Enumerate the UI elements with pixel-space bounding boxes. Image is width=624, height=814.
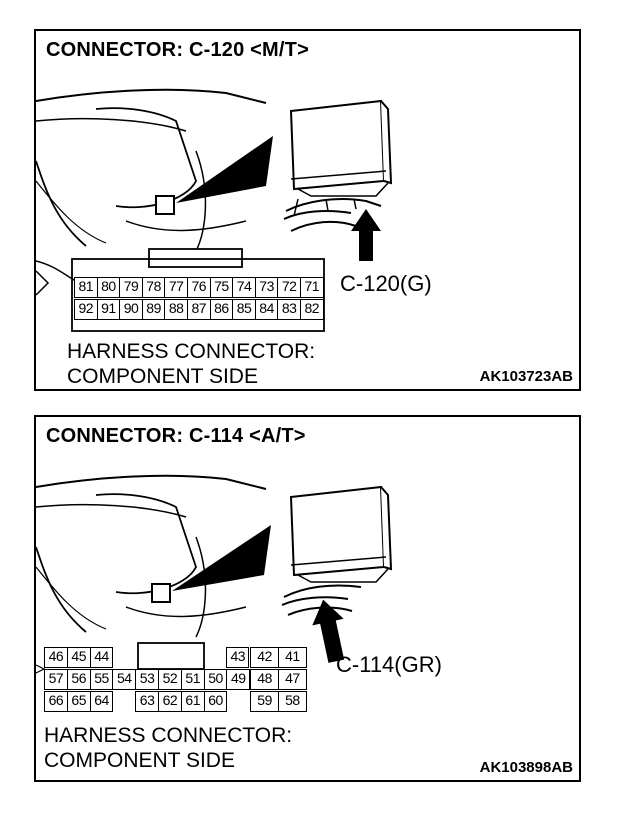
connector-pin: 65: [66, 691, 91, 712]
connector-pin: 72: [277, 277, 301, 298]
caption-line-1: HARNESS CONNECTOR:: [44, 724, 293, 747]
connector-pin: 60: [203, 691, 228, 712]
connector-pin: 92: [74, 299, 98, 320]
harness-caption: HARNESS CONNECTOR: COMPONENT SIDE: [67, 339, 315, 389]
connector-pin: 91: [96, 299, 121, 320]
connector-pin: 66: [44, 691, 68, 712]
connector-pin: 57: [44, 669, 68, 690]
connector-pin: 64: [89, 691, 114, 712]
connector-pin: 85: [232, 299, 256, 320]
connector-pin: 44: [89, 647, 114, 668]
connector-pin: 48: [250, 669, 279, 690]
connector-pin: 87: [187, 299, 211, 320]
connector-pin: 53: [135, 669, 159, 690]
connector-pin: 59: [250, 691, 279, 712]
connector-pin: 55: [89, 669, 114, 690]
connector-pin: 78: [141, 277, 166, 298]
connector-pin: 46: [44, 647, 68, 668]
connector-pin: 62: [158, 691, 182, 712]
connector-pin: 42: [250, 647, 279, 668]
connector-pin: 89: [141, 299, 166, 320]
connector-pin: 43: [226, 647, 250, 668]
connector-pin: 74: [232, 277, 256, 298]
connector-pin: 41: [278, 647, 307, 668]
connector-pin: 61: [180, 691, 205, 712]
connector-pin: 49: [226, 669, 251, 690]
caption-line-2: COMPONENT SIDE: [67, 365, 258, 388]
connector-pin: 79: [119, 277, 143, 298]
connector-pin: 54: [112, 669, 137, 690]
connector-pin: 86: [209, 299, 234, 320]
connector-pin: 88: [164, 299, 188, 320]
dashboard-illustration: [36, 88, 393, 332]
connector-pin: 80: [96, 277, 121, 298]
dashboard-illustration: [36, 474, 393, 674]
connector-pin: 63: [135, 691, 159, 712]
connector-pin: 75: [209, 277, 234, 298]
connector-pin: 56: [66, 669, 91, 690]
connector-pin: 76: [187, 277, 211, 298]
connector-pin: 45: [66, 647, 91, 668]
connector-label: C-120(G): [340, 271, 432, 296]
connector-pin: 84: [254, 299, 279, 320]
figure-code: AK103898AB: [479, 759, 573, 776]
figure-code: AK103723AB: [479, 368, 573, 385]
panel-title: CONNECTOR: C-120 <M/T>: [46, 39, 309, 61]
connector-pin: 81: [74, 277, 98, 298]
connector-pin: 83: [277, 299, 301, 320]
connector-pin: 73: [254, 277, 279, 298]
connector-pin: 58: [278, 691, 307, 712]
connector-pin: 47: [278, 669, 307, 690]
connector-pin: 71: [300, 277, 324, 298]
connector-pin: 50: [203, 669, 228, 690]
connector-pin: 90: [119, 299, 143, 320]
panel-title: CONNECTOR: C-114 <A/T>: [46, 425, 306, 447]
caption-line-2: COMPONENT SIDE: [44, 749, 235, 772]
connector-pin: 82: [300, 299, 324, 320]
caption-line-1: HARNESS CONNECTOR:: [67, 340, 316, 363]
connector-pin: 77: [164, 277, 188, 298]
connector-pin: 51: [180, 669, 205, 690]
harness-caption: HARNESS CONNECTOR: COMPONENT SIDE: [44, 723, 292, 773]
connector-pin: 52: [158, 669, 182, 690]
connector-label: C-114(GR): [336, 652, 442, 677]
